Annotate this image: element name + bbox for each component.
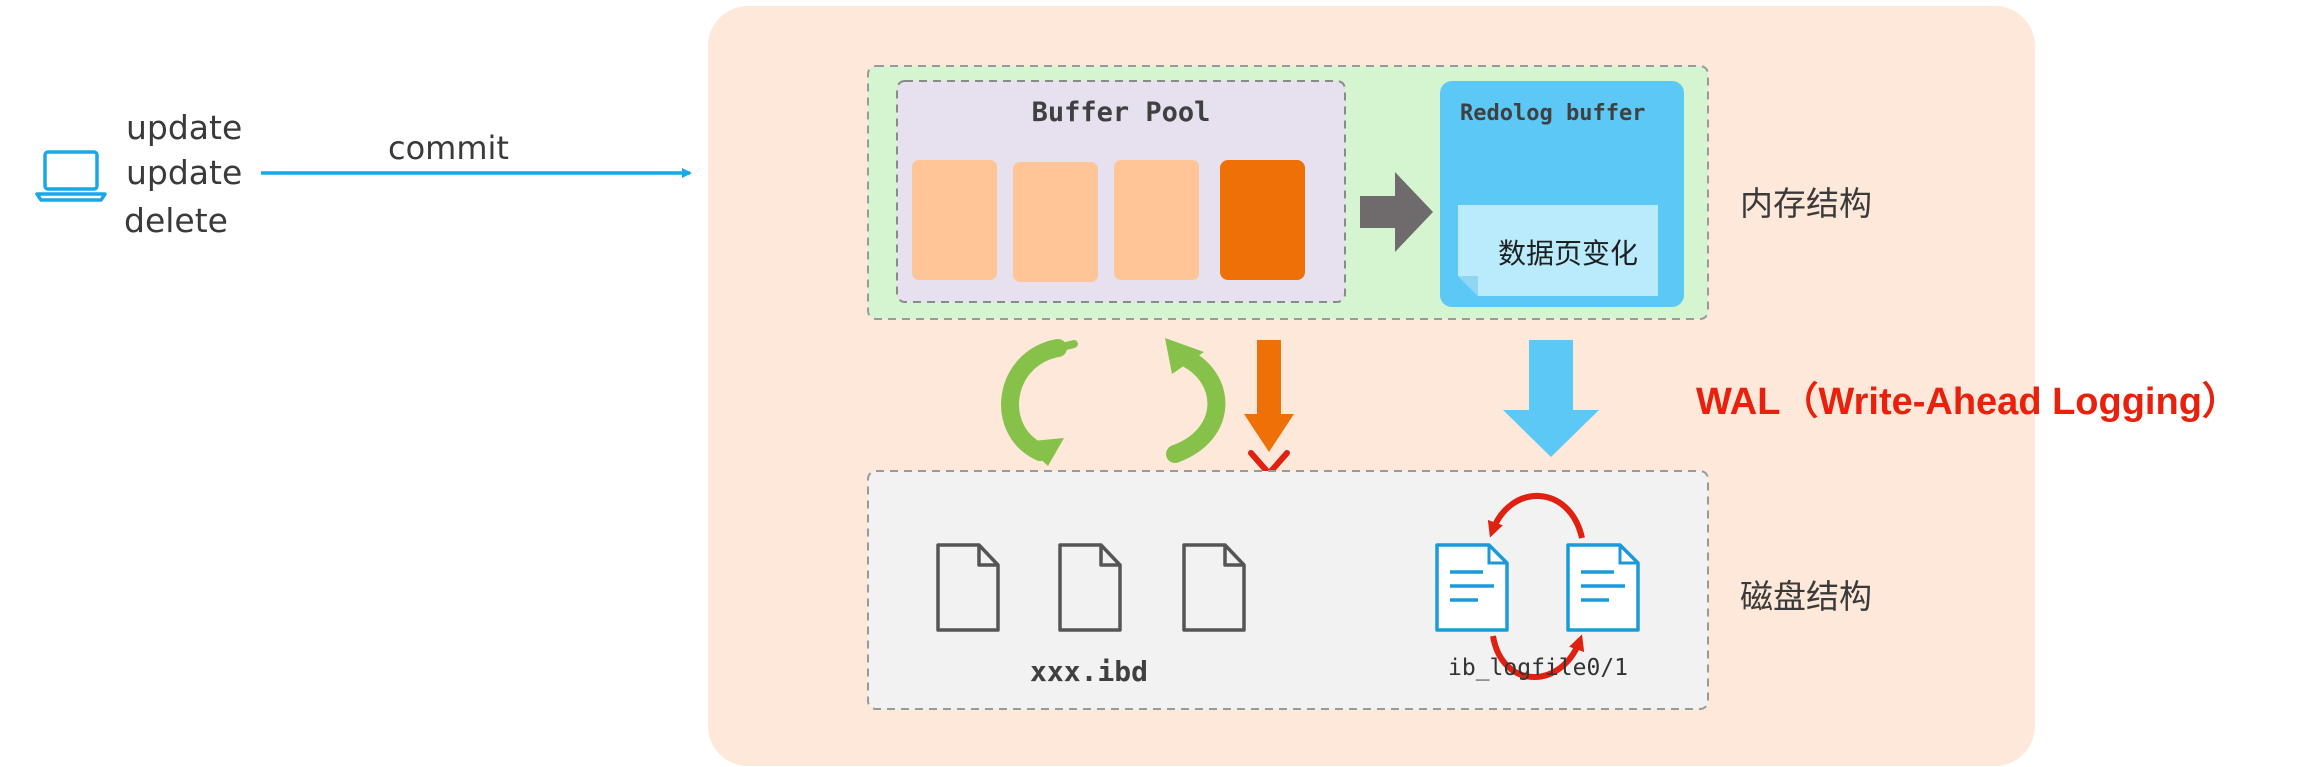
green-left-arrow [1001, 339, 1078, 466]
log-file-label: ib_logfile0/1 [1448, 655, 1629, 681]
buffer-page-2 [1013, 162, 1098, 282]
memory-structure-label: 内存结构 [1740, 184, 1872, 223]
to-redolog-arrow [1360, 172, 1433, 252]
log-cycle-arrows [1487, 493, 1585, 680]
page-change-corner [1458, 276, 1478, 296]
direct-flush-arrow [1244, 340, 1294, 452]
data-file-icon-2 [1058, 543, 1122, 632]
commit-label: commit [388, 129, 509, 167]
operation-delete: delete [124, 201, 228, 240]
buffer-page-3 [1114, 160, 1199, 280]
buffer-pool-title: Buffer Pool [1031, 97, 1211, 128]
log-file-icon-2 [1566, 543, 1640, 632]
disk-structure-label: 磁盘结构 [1740, 577, 1872, 616]
data-file-label: xxx.ibd [1030, 655, 1149, 688]
buffer-page-1 [912, 160, 997, 280]
operation-update-1: update [126, 108, 243, 147]
data-file-icon-1 [936, 543, 1000, 632]
data-file-icon-3 [1182, 543, 1246, 632]
operation-update-2: update [126, 153, 243, 192]
page-change-label: 数据页变化 [1497, 237, 1638, 270]
redolog-flush-arrow [1503, 340, 1599, 457]
log-file-icon-1 [1435, 543, 1509, 632]
wal-label: WAL（Write-Ahead Logging） [1696, 381, 2240, 423]
buffer-page-dirty [1220, 160, 1305, 280]
green-right-arrow [1165, 338, 1226, 463]
laptop-icon [35, 150, 107, 202]
page-change-box [1458, 205, 1658, 296]
redolog-buffer-title: Redolog buffer [1460, 101, 1646, 126]
